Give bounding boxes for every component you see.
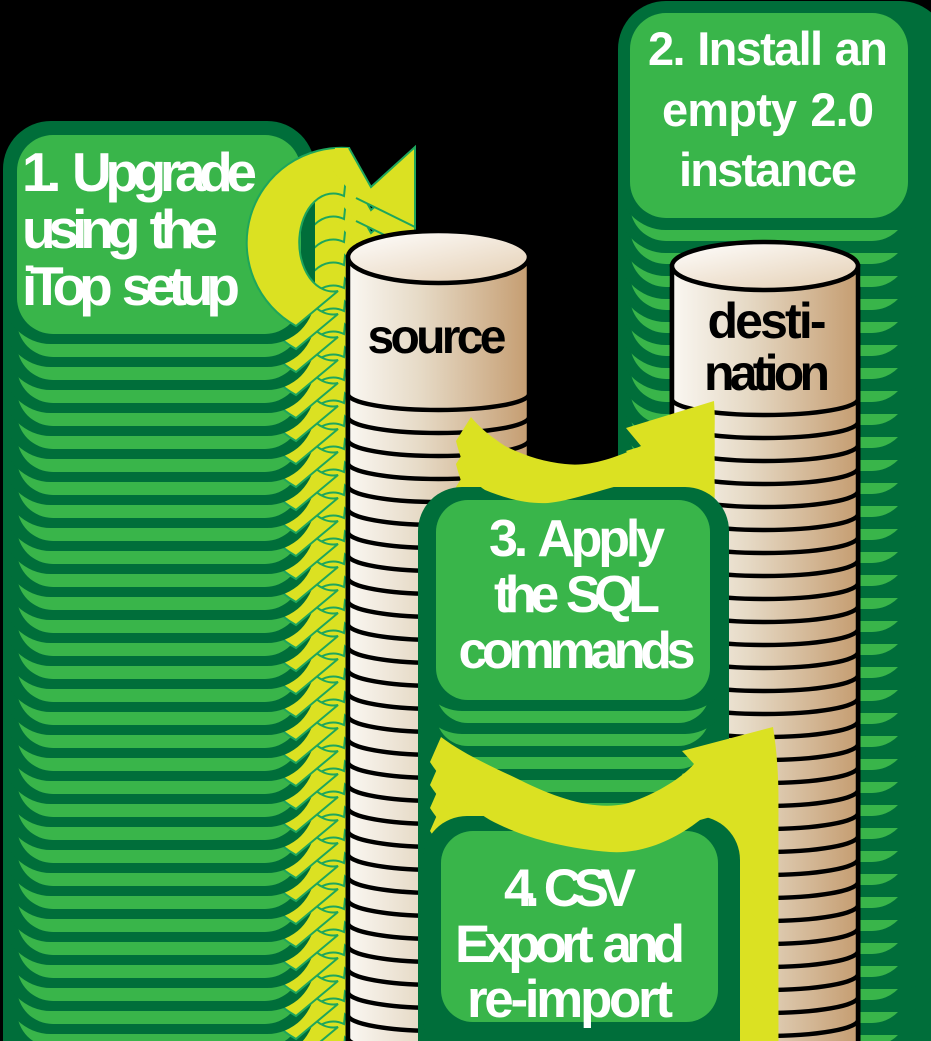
svg-text:3. Apply: 3. Apply bbox=[489, 510, 665, 568]
svg-text:commands: commands bbox=[459, 622, 696, 680]
svg-text:iTop setup: iTop setup bbox=[22, 255, 240, 317]
svg-text:source: source bbox=[368, 311, 507, 364]
svg-text:1. Upgrade: 1. Upgrade bbox=[22, 141, 257, 203]
svg-text:4. CSV: 4. CSV bbox=[504, 859, 636, 918]
svg-text:re-import: re-import bbox=[467, 970, 673, 1029]
svg-text:Export and: Export and bbox=[455, 915, 685, 974]
svg-text:empty 2.0: empty 2.0 bbox=[662, 83, 874, 136]
svg-text:using the: using the bbox=[22, 198, 218, 260]
svg-text:the SQL: the SQL bbox=[494, 566, 660, 624]
svg-text:desti-: desti- bbox=[708, 293, 827, 349]
svg-text:instance: instance bbox=[679, 143, 857, 196]
svg-text:nation: nation bbox=[704, 345, 830, 401]
svg-text:2. Install an: 2. Install an bbox=[648, 22, 888, 75]
